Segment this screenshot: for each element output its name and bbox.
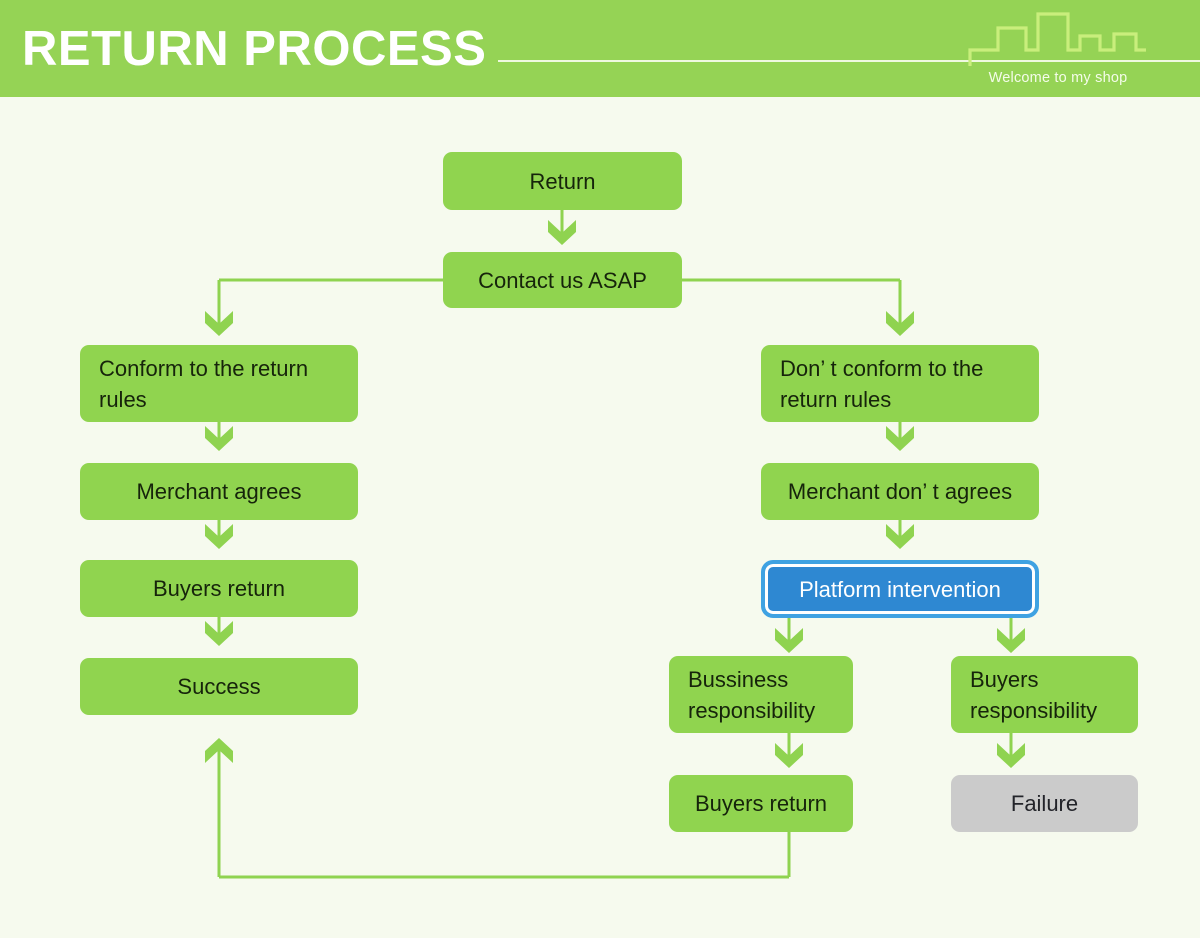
node-business-responsibility[interactable]: Bussiness responsibility [669,656,853,733]
flowchart: Return Contact us ASAP Conform to the re… [0,97,1200,938]
node-buyers-return-right[interactable]: Buyers return [669,775,853,832]
city-skyline-icon [968,12,1146,66]
flowchart-connectors [205,210,1025,879]
node-label: Buyers return [152,576,286,601]
node-merchant-agrees[interactable]: Merchant agrees [80,463,358,520]
node-label: Platform intervention [799,576,1001,602]
node-conform-to-rules[interactable]: Conform to the return rules [80,345,358,422]
node-label: Don’ t conform to the return rules [780,355,984,412]
page-title: RETURN PROCESS [22,22,487,76]
node-label: Return [529,168,596,194]
node-label: Conform to the return rules [99,355,309,412]
node-label: Bussiness responsibility [688,666,816,723]
node-success[interactable]: Success [80,658,358,715]
node-buyers-responsibility[interactable]: Buyers responsibility [951,656,1138,733]
node-label: Success [177,674,261,699]
node-label: Buyers responsibility [970,666,1098,723]
node-label: Merchant don’ t agrees [787,479,1013,504]
node-return[interactable]: Return [443,152,682,210]
header-tagline: Welcome to my shop [988,70,1128,86]
node-label: Failure [1010,791,1079,816]
node-platform-intervention[interactable]: Platform intervention [761,560,1039,618]
node-buyers-return-left[interactable]: Buyers return [80,560,358,617]
node-label: Buyers return [694,791,828,816]
node-label: Contact us ASAP [478,267,647,293]
node-label: Merchant agrees [136,479,302,504]
header-divider [498,60,1200,62]
node-merchant-disagrees[interactable]: Merchant don’ t agrees [761,463,1039,520]
header-bar: RETURN PROCESS Welcome to my shop [0,0,1200,97]
node-failure[interactable]: Failure [951,775,1138,832]
node-contact-us-asap[interactable]: Contact us ASAP [443,252,682,308]
node-dont-conform-to-rules[interactable]: Don’ t conform to the return rules [761,345,1039,422]
